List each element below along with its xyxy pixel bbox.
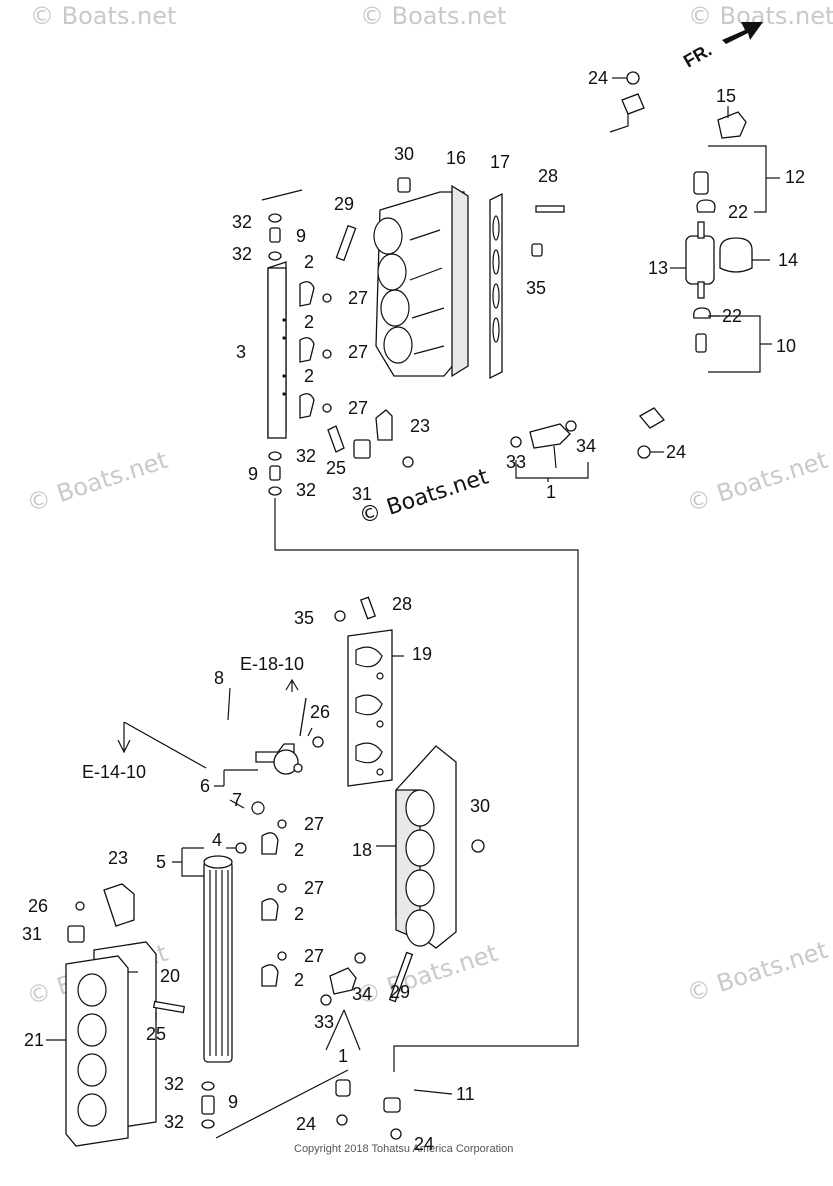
upper-right-leader-lines	[612, 77, 780, 453]
callout-label: 9	[248, 464, 258, 484]
callout-label: 13	[648, 258, 668, 278]
callout-label: 26	[28, 896, 48, 916]
callout-label: 2	[304, 312, 314, 332]
watermark: © Boats.net	[683, 936, 831, 1008]
callout-label: 24	[414, 1134, 434, 1154]
callout-label: 22	[728, 202, 748, 222]
callout-label: 35	[294, 608, 314, 628]
callout-label: 22	[722, 306, 742, 326]
callout-label: 6	[200, 776, 210, 796]
callout-label: 24	[588, 68, 608, 88]
callout-label: 31	[352, 484, 372, 504]
lower-left-manifold-20-21	[65, 883, 186, 1147]
callout-label: 2	[304, 366, 314, 386]
callout-label: 14	[778, 250, 798, 270]
callout-label: 23	[410, 416, 430, 436]
callout-label: 35	[526, 278, 546, 298]
callout-label: 24	[296, 1114, 316, 1134]
lower-leader-lines	[46, 655, 453, 1095]
pressure-regulator-assembly	[117, 678, 324, 815]
callout-label: 8	[214, 668, 224, 688]
callout-label: 10	[776, 336, 796, 356]
callout-label: 9	[296, 226, 306, 246]
upper-small-parts	[327, 409, 589, 482]
upper-fuel-rail	[261, 189, 579, 1100]
watermark: © Boats.net	[683, 446, 831, 518]
callout-label: 32	[232, 212, 252, 232]
callout-label: 29	[334, 194, 354, 214]
callout-label: 1	[338, 1046, 348, 1066]
copyright-text: Copyright 2018 Tohatsu America Corporati…	[294, 1143, 513, 1155]
callout-label: 7	[232, 790, 242, 810]
callout-label: 17	[490, 152, 510, 172]
center-watermark: © Boats.net	[356, 464, 492, 529]
callout-label: 25	[146, 1024, 166, 1044]
callout-labels: 24 15 12 22 13 14 22 10 24 30 16 17 28 2…	[22, 68, 805, 1154]
callout-label: 3	[236, 342, 246, 362]
callout-label: 30	[394, 144, 414, 164]
callout-label: 30	[470, 796, 490, 816]
callout-label: 28	[392, 594, 412, 614]
callout-label: 5	[156, 852, 166, 872]
callout-label: 32	[296, 480, 316, 500]
callout-label: 2	[294, 840, 304, 860]
upper-intake-manifold	[335, 177, 565, 380]
callout-label: 31	[22, 924, 42, 944]
callout-label: 1	[546, 482, 556, 502]
callout-label: 27	[348, 398, 368, 418]
ref-e-18-10: E-18-10	[240, 654, 304, 674]
callout-label: 24	[666, 442, 686, 462]
upper-fuel-line-assembly	[609, 71, 753, 459]
callout-label: 18	[352, 840, 372, 860]
callout-label: 27	[304, 814, 324, 834]
callout-label: 9	[228, 1092, 238, 1112]
callout-label: 32	[164, 1112, 184, 1132]
callout-label: 2	[294, 904, 304, 924]
callout-label: 34	[352, 984, 372, 1004]
callout-label: 15	[716, 86, 736, 106]
callout-label: 27	[304, 878, 324, 898]
callout-label: 27	[304, 946, 324, 966]
callout-label: 21	[24, 1030, 44, 1050]
callout-label: 2	[304, 252, 314, 272]
callout-label: 16	[446, 148, 466, 168]
callout-label: 29	[390, 982, 410, 1002]
callout-label: 32	[296, 446, 316, 466]
watermark: © Boats.net	[688, 2, 833, 30]
watermark: © Boats.net	[30, 2, 176, 30]
callout-label: 20	[160, 966, 180, 986]
callout-label: 2	[294, 970, 304, 990]
lower-injector-and-fuel-line	[215, 952, 440, 1140]
callout-label: 26	[310, 702, 330, 722]
callout-label: 33	[314, 1012, 334, 1032]
watermark: © Boats.net	[353, 939, 501, 1011]
callout-label: 33	[506, 452, 526, 472]
callout-label: 12	[785, 167, 805, 187]
callout-label: 23	[108, 848, 128, 868]
callout-label: 34	[576, 436, 596, 456]
callout-label: 11	[456, 1084, 475, 1104]
callout-label: 28	[538, 166, 558, 186]
watermark: © Boats.net	[360, 2, 506, 30]
front-label: FR.	[680, 40, 715, 72]
callout-label: 32	[164, 1074, 184, 1094]
watermark: © Boats.net	[23, 446, 171, 518]
callout-label: 32	[232, 244, 252, 264]
callout-label: 27	[348, 288, 368, 308]
callout-label: 27	[348, 342, 368, 362]
ref-e-14-10: E-14-10	[82, 762, 146, 782]
callout-label: 19	[412, 644, 432, 664]
callout-label: 25	[326, 458, 346, 478]
lower-intake-manifold-18	[388, 745, 485, 1003]
lower-manifold-gasket-19	[334, 596, 393, 787]
callout-label: 4	[212, 830, 222, 850]
lower-fuel-rail-5	[201, 819, 287, 1129]
